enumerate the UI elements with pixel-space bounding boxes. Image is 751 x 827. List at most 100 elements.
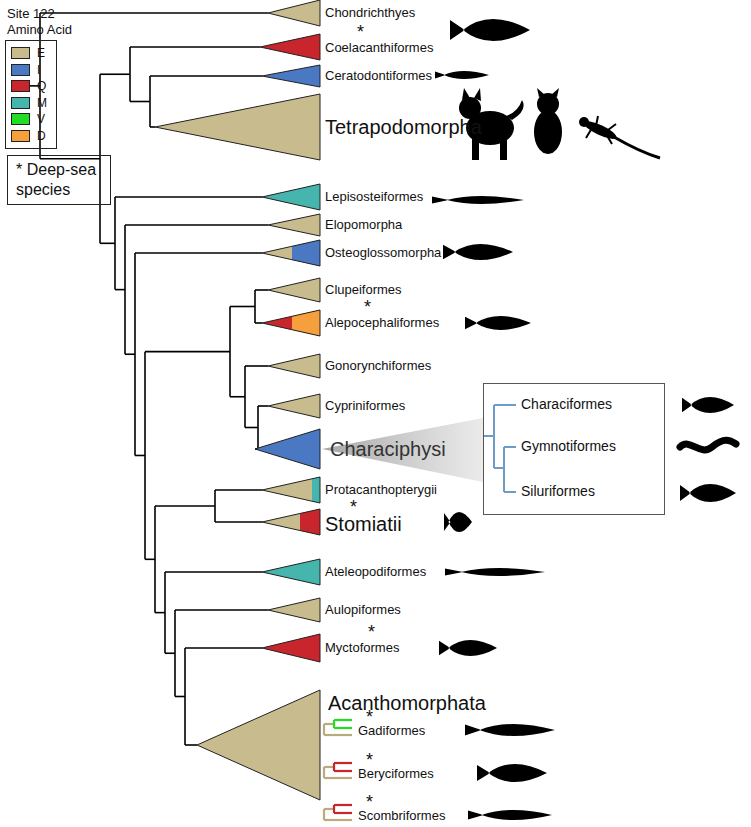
clade-outline: [262, 65, 320, 87]
tree-branch: [185, 647, 262, 649]
fish-silhouette: [465, 724, 555, 736]
legend-text: E: [37, 46, 45, 60]
clade-outline: [262, 184, 320, 210]
clade-outline: [262, 559, 320, 585]
inset-box: CharaciformesGymnotiformesSiluriformes: [483, 383, 665, 515]
tree-branch: [40, 158, 100, 160]
clade-outline: [262, 634, 320, 662]
tree-branch: [145, 351, 230, 353]
clade-triangle: [262, 184, 320, 210]
note-box: * Deep-sea species: [7, 155, 111, 205]
legend-text: I: [37, 63, 40, 77]
clade-outline: [262, 509, 320, 535]
clade-label: Protacanthopterygii: [325, 482, 437, 498]
legend-row: D: [11, 128, 51, 145]
fish-silhouette: [435, 71, 489, 79]
clade-split: [292, 240, 320, 266]
tree-branch: [165, 652, 175, 654]
tree-branch: [245, 427, 258, 429]
mini-tree: [324, 763, 352, 778]
mini-tree: [324, 720, 352, 735]
legend-row: Q: [11, 78, 51, 95]
clade-label: Alepocephaliformes: [325, 315, 439, 331]
legend-swatch: [11, 64, 30, 76]
note-text: * Deep-sea species: [16, 160, 102, 200]
clade-outline: [268, 598, 320, 622]
tree-branch: [145, 559, 155, 561]
clade-outline: [268, 394, 320, 418]
clade-outline: [262, 310, 320, 336]
tree-branch: [155, 505, 215, 507]
clade-label: Chondrichthyes: [325, 5, 415, 21]
clade-outline: [268, 214, 320, 236]
clade-outline: [262, 240, 320, 266]
inset-label: Siluriformes: [521, 483, 595, 500]
tree-branch: [185, 744, 197, 746]
legend-row: M: [11, 95, 51, 112]
clade-triangle: [268, 354, 320, 378]
clade-triangle: [268, 394, 320, 418]
fish-silhouette: [450, 19, 530, 41]
clade-triangle: [268, 598, 320, 622]
clade-outline: [197, 690, 320, 800]
inset-label: Characiformes: [521, 396, 612, 413]
eel-silhouette: [680, 440, 736, 450]
legend-swatch: [11, 113, 30, 125]
clade-label: Osteoglossomorpha: [325, 245, 441, 261]
clade-label: Elopomorpha: [325, 217, 402, 233]
legend-text: V: [37, 112, 45, 126]
legend-row: E: [11, 45, 51, 62]
clade-triangle: [255, 429, 320, 469]
owl-silhouette: [534, 88, 562, 154]
clade-label: Ateleopodiformes: [325, 564, 426, 580]
clade-outline: [260, 34, 320, 60]
fish-silhouette: [444, 512, 472, 532]
fish-silhouette: [439, 640, 497, 656]
tree-branch: [125, 353, 135, 355]
tree-branch: [115, 289, 125, 291]
legend-title: Site 122 Amino Acid: [5, 6, 77, 37]
clade-triangle: [197, 690, 320, 800]
clade-split: [312, 477, 320, 503]
tree-branch: [245, 365, 268, 367]
inset-label: Gymnotiformes: [521, 438, 616, 455]
clade-outline: [155, 94, 320, 160]
tree-branch: [40, 12, 268, 14]
clade-outline: [268, 354, 320, 378]
clade-label: Beryciformes: [358, 766, 434, 782]
tree-branch: [175, 696, 185, 698]
clade-outline: [255, 429, 320, 469]
legend-row: V: [11, 111, 51, 128]
clade-triangle: [262, 509, 320, 535]
clade-label: Lepisosteiformes: [325, 189, 423, 205]
legend-frame: EIQMVD: [5, 40, 57, 149]
clade-triangle: [155, 94, 320, 160]
tree-branch: [130, 46, 260, 48]
legend-swatch: [11, 47, 30, 59]
legend-text: M: [37, 96, 47, 110]
tree-branch: [135, 252, 262, 254]
tree-branch: [135, 455, 145, 457]
clade-label: Coelacanthiformes: [325, 40, 433, 56]
clade-label: Clupeiformes: [325, 282, 402, 298]
clade-label: Acanthomorphata: [328, 691, 486, 715]
legend-swatch: [11, 130, 30, 142]
clade-triangle: [262, 634, 320, 662]
tree-branch: [165, 571, 262, 573]
clade-label: Myctoformes: [325, 640, 399, 656]
tree-branch: [258, 405, 268, 407]
tree-branch: [150, 126, 155, 128]
zoom-wedge: [322, 418, 483, 482]
clade-triangle: [262, 477, 320, 503]
tree-branch: [230, 396, 245, 398]
fish-silhouette: [445, 568, 545, 576]
inset-tree: [484, 384, 524, 514]
legend-text: Q: [37, 79, 46, 93]
clade-triangle: [260, 34, 320, 60]
tree-branch: [150, 75, 262, 77]
legend-text: D: [37, 129, 46, 143]
fish-silhouette: [477, 764, 547, 782]
clade-triangle: [268, 0, 320, 26]
clade-triangle: [262, 559, 320, 585]
lizard-silhouette: [579, 116, 660, 158]
